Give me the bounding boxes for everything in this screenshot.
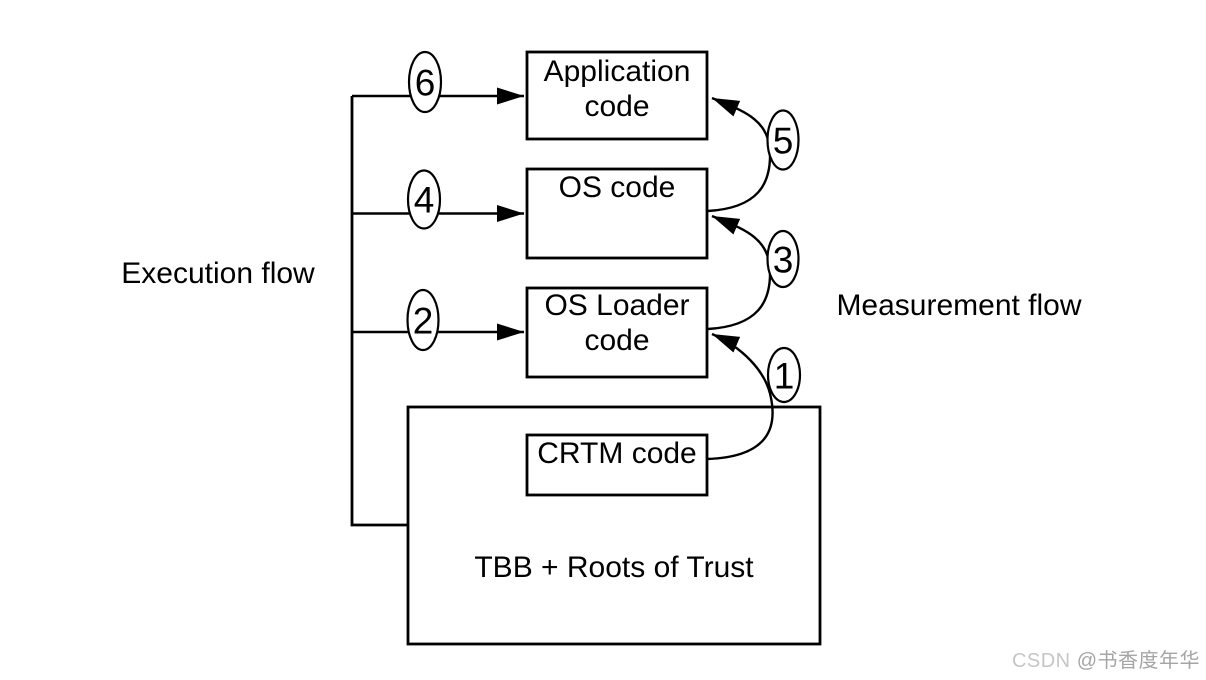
- watermark-prefix: CSDN: [1011, 650, 1077, 672]
- step-number-3: 3: [773, 240, 794, 281]
- execution-flow-label: Execution flow: [121, 257, 315, 290]
- application-code-box: [525, 50, 709, 141]
- watermark-handle: @书香度年华: [1076, 650, 1200, 672]
- tbb-roots-of-trust-label: TBB + Roots of Trust: [474, 551, 754, 584]
- measurement-arc-os-to-application: [707, 96, 772, 213]
- os-code-box: [525, 167, 709, 260]
- os-code-label: OS code: [558, 171, 676, 204]
- step-ellipse-5: [766, 109, 800, 171]
- measurement-flow-label: Measurement flow: [836, 289, 1082, 322]
- crtm-code-box: [525, 433, 709, 497]
- step-number-2: 2: [413, 301, 434, 342]
- step-ellipse-4: [406, 169, 442, 230]
- step-number-5: 5: [773, 121, 794, 162]
- step-number-4: 4: [414, 180, 435, 221]
- step-number-6: 6: [415, 63, 436, 104]
- measurement-arc-loader-to-os: [707, 214, 772, 331]
- application-code-label: Application code: [543, 55, 691, 123]
- step-ellipse-2: [406, 288, 440, 352]
- step-ellipse-1: [766, 346, 802, 404]
- watermark: CSDN @书香度年华: [880, 648, 1200, 674]
- step-ellipse-3: [766, 229, 800, 289]
- step-number-1: 1: [774, 356, 795, 397]
- os-loader-code-box: [525, 286, 709, 379]
- step-ellipse-6: [407, 50, 443, 114]
- os-loader-code-label: OS Loader code: [544, 289, 690, 357]
- crtm-code-label: CRTM code: [537, 437, 697, 470]
- execution-trunk-line: [350, 96, 409, 527]
- measurement-arc-crtm-to-loader: [706, 332, 774, 461]
